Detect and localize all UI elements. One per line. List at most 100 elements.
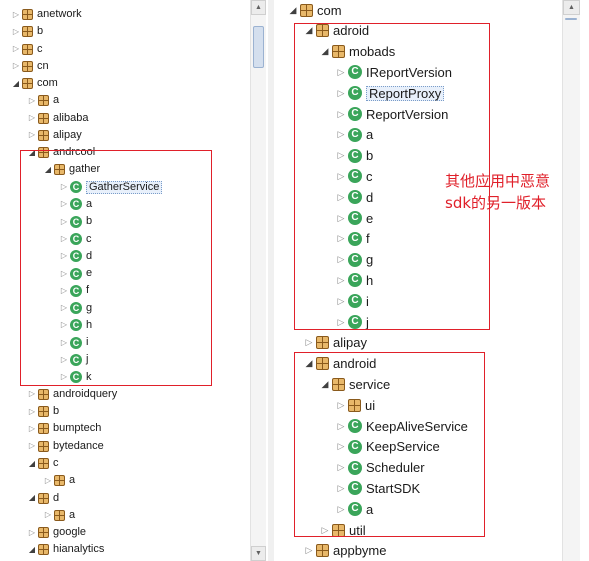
scrollbar-thumb[interactable] bbox=[253, 26, 264, 68]
tree-item[interactable]: ◢com bbox=[10, 75, 58, 92]
triangle-right-icon[interactable]: ▷ bbox=[337, 254, 345, 265]
tree-item[interactable]: ▷anetwork bbox=[10, 6, 82, 23]
left-vertical-scrollbar[interactable]: ▲ ▼ bbox=[250, 0, 266, 561]
triangle-down-icon[interactable]: ◢ bbox=[305, 25, 313, 36]
tree-item[interactable]: ◢d bbox=[26, 490, 59, 507]
triangle-right-icon[interactable]: ▷ bbox=[337, 191, 345, 202]
triangle-right-icon[interactable]: ▷ bbox=[337, 66, 345, 77]
triangle-right-icon[interactable]: ▷ bbox=[60, 337, 68, 347]
triangle-right-icon[interactable]: ▷ bbox=[321, 524, 329, 535]
triangle-right-icon[interactable]: ▷ bbox=[337, 420, 345, 431]
triangle-right-icon[interactable]: ▷ bbox=[337, 233, 345, 244]
tree-item[interactable]: ▷b bbox=[26, 403, 59, 420]
scroll-up-arrow-icon[interactable]: ▲ bbox=[563, 0, 580, 15]
triangle-down-icon[interactable]: ◢ bbox=[321, 46, 329, 57]
triangle-down-icon[interactable]: ◢ bbox=[289, 4, 297, 15]
triangle-right-icon[interactable]: ▷ bbox=[28, 441, 36, 451]
tree-item[interactable]: ▷bumptech bbox=[26, 420, 101, 437]
triangle-right-icon[interactable]: ▷ bbox=[12, 44, 20, 54]
tree-item[interactable]: ◢gather bbox=[42, 161, 100, 178]
triangle-right-icon[interactable]: ▷ bbox=[337, 503, 345, 514]
triangle-right-icon[interactable]: ▷ bbox=[337, 129, 345, 140]
tree-item[interactable]: ▷util bbox=[318, 520, 366, 540]
tree-item[interactable]: ▷androidquery bbox=[26, 386, 117, 403]
tree-item[interactable]: ▷a bbox=[42, 507, 75, 524]
tree-item[interactable]: ▷a bbox=[42, 472, 75, 489]
tree-item[interactable]: ▷alipay bbox=[26, 127, 82, 144]
triangle-right-icon[interactable]: ▷ bbox=[60, 268, 68, 278]
triangle-right-icon[interactable]: ▷ bbox=[60, 182, 68, 192]
right-vertical-scrollbar[interactable]: ▲ bbox=[562, 0, 580, 561]
triangle-down-icon[interactable]: ◢ bbox=[28, 147, 36, 157]
tree-item[interactable]: ▷a bbox=[26, 92, 59, 109]
triangle-right-icon[interactable]: ▷ bbox=[60, 354, 68, 364]
triangle-right-icon[interactable]: ▷ bbox=[28, 130, 36, 140]
tree-item[interactable]: ▷cn bbox=[10, 58, 49, 75]
triangle-down-icon[interactable]: ◢ bbox=[321, 378, 329, 389]
triangle-right-icon[interactable]: ▷ bbox=[28, 95, 36, 105]
tree-item[interactable]: ▷bytedance bbox=[26, 438, 104, 455]
triangle-right-icon[interactable]: ▷ bbox=[44, 510, 52, 520]
triangle-right-icon[interactable]: ▷ bbox=[60, 251, 68, 261]
triangle-right-icon[interactable]: ▷ bbox=[337, 150, 345, 161]
triangle-right-icon[interactable]: ▷ bbox=[305, 337, 313, 348]
triangle-right-icon[interactable]: ▷ bbox=[12, 26, 20, 36]
triangle-down-icon[interactable]: ◢ bbox=[12, 78, 20, 88]
triangle-right-icon[interactable]: ▷ bbox=[60, 303, 68, 313]
triangle-right-icon[interactable]: ▷ bbox=[305, 545, 313, 556]
tree-item[interactable]: ◢c bbox=[26, 455, 59, 472]
triangle-right-icon[interactable]: ▷ bbox=[337, 108, 345, 119]
tree-item[interactable]: ▷alibaba bbox=[26, 110, 88, 127]
triangle-down-icon[interactable]: ◢ bbox=[28, 493, 36, 503]
tree-item[interactable]: ▷appbyme bbox=[302, 541, 386, 561]
triangle-right-icon[interactable]: ▷ bbox=[60, 320, 68, 330]
scroll-up-arrow-icon[interactable]: ▲ bbox=[251, 0, 266, 15]
tree-item[interactable]: ◢andrcool bbox=[26, 144, 95, 161]
tree-item[interactable]: ◢android bbox=[302, 354, 376, 374]
tree-item[interactable]: ▷alipay bbox=[302, 333, 367, 353]
triangle-down-icon[interactable]: ◢ bbox=[44, 164, 52, 174]
triangle-right-icon[interactable]: ▷ bbox=[28, 406, 36, 416]
triangle-right-icon[interactable]: ▷ bbox=[337, 295, 345, 306]
triangle-down-icon[interactable]: ◢ bbox=[28, 544, 36, 554]
triangle-right-icon[interactable]: ▷ bbox=[12, 61, 20, 71]
triangle-right-icon[interactable]: ▷ bbox=[337, 274, 345, 285]
triangle-right-icon[interactable]: ▷ bbox=[337, 316, 345, 327]
triangle-right-icon[interactable]: ▷ bbox=[60, 234, 68, 243]
scrollbar-thumb[interactable] bbox=[565, 18, 577, 20]
tree-item[interactable]: ◢mobads bbox=[318, 42, 395, 62]
scroll-down-arrow-icon[interactable]: ▼ bbox=[251, 546, 266, 561]
triangle-right-icon[interactable]: ▷ bbox=[60, 216, 68, 226]
tree-item[interactable]: ◢adroid bbox=[302, 21, 369, 41]
tree-item[interactable]: ◢com bbox=[286, 0, 342, 20]
triangle-right-icon[interactable]: ▷ bbox=[28, 423, 36, 433]
triangle-right-icon[interactable]: ▷ bbox=[12, 9, 20, 19]
tree-item[interactable]: ▷google bbox=[26, 524, 86, 541]
triangle-right-icon[interactable]: ▷ bbox=[60, 199, 68, 209]
